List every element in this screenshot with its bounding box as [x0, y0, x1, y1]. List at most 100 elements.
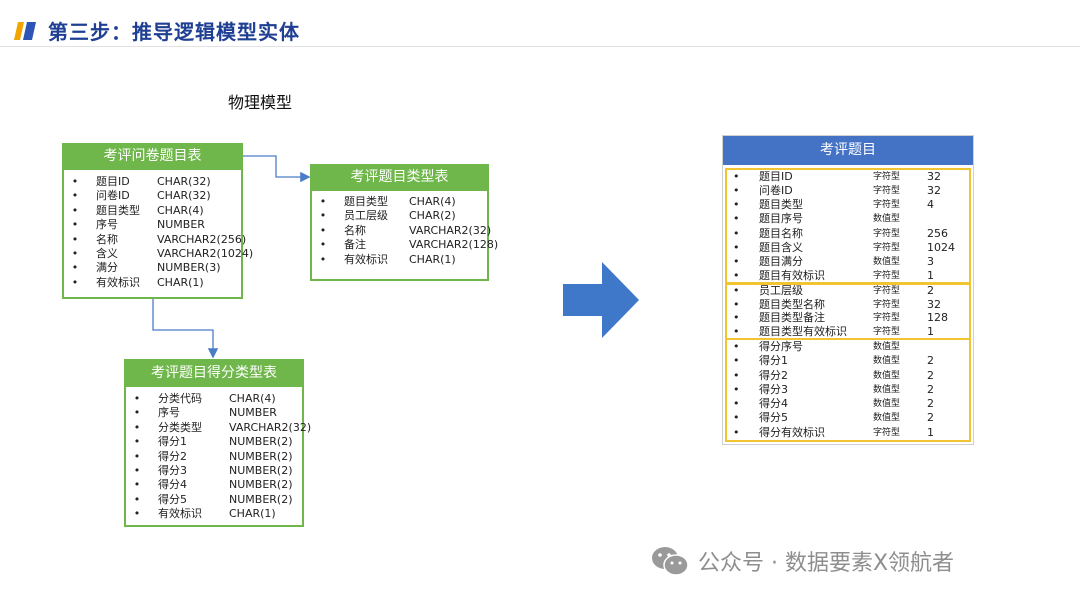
field-type: NUMBER(3) — [157, 261, 221, 275]
watermark-text: 公众号 · 数据要素X领航者 — [698, 551, 955, 576]
field-name: 题目ID — [96, 175, 130, 188]
field-type: NUMBER — [229, 406, 277, 420]
field-name: 题目类型 — [96, 203, 140, 217]
table-question-title: 考评问卷题目表 — [62, 143, 243, 170]
bullet-icon: • — [133, 392, 141, 405]
entity-field-length: 1024 — [927, 240, 955, 254]
field-name: 得分2 — [158, 449, 187, 463]
bullet-icon: • — [133, 463, 141, 477]
bullet-icon: • — [733, 382, 740, 396]
slide-header: 第三步：推导逻辑模型实体 — [0, 0, 1080, 50]
bullet-icon: • — [733, 226, 740, 240]
entity-field-name: 得分5 — [759, 411, 788, 425]
entity-field-type: 数值型 — [873, 342, 901, 352]
entity-field-length: 4 — [927, 198, 934, 212]
bullet-icon: • — [733, 340, 740, 353]
field-name: 名称 — [344, 223, 366, 237]
bullet-icon: • — [733, 284, 740, 297]
entity-field-length: 2 — [927, 368, 934, 382]
bullet-icon: • — [71, 203, 79, 217]
bullet-icon: • — [319, 209, 327, 223]
field-type: VARCHAR2(128) — [409, 238, 499, 252]
entity-field-length: 1 — [927, 425, 934, 439]
field-name: 名称 — [96, 232, 118, 246]
field-name: 得分1 — [158, 435, 187, 449]
entity-field-name: 得分序号 — [759, 340, 803, 353]
field-name: 有效标识 — [96, 275, 140, 289]
field-type: VARCHAR2(1024) — [157, 246, 254, 260]
entity-field-length: 1 — [927, 324, 934, 338]
bullet-icon: • — [733, 254, 740, 268]
entity-field-name: 得分有效标识 — [759, 425, 825, 439]
field-name: 员工层级 — [344, 209, 388, 223]
entity-field-row: • 得分序号 数值型 — [727, 340, 969, 354]
entity-field-type: 字符型 — [873, 326, 901, 337]
entity-title: 考评题目 — [723, 136, 973, 165]
bullet-icon: • — [733, 311, 740, 324]
entity-field-length: 128 — [927, 311, 948, 324]
wechat-icon — [652, 547, 689, 576]
entity-field-length: 32 — [927, 184, 941, 198]
entity-field-type: 字符型 — [873, 270, 901, 281]
field-type: VARCHAR2(256) — [157, 232, 247, 246]
entity-field-name: 题目含义 — [759, 240, 803, 254]
field-type: NUMBER(2) — [229, 492, 293, 506]
field-row: • 有效标识 CHAR(1) — [64, 276, 241, 290]
entity-field-name: 题目有效标识 — [759, 268, 825, 282]
bullet-icon: • — [733, 324, 740, 338]
bullet-icon: • — [733, 240, 740, 254]
bullet-icon: • — [733, 354, 740, 368]
bullet-icon: • — [733, 397, 740, 411]
entity-field-length: 2 — [927, 382, 934, 396]
bullet-icon: • — [319, 223, 327, 237]
entity-field-type: 字符型 — [873, 172, 901, 182]
entity-field-type: 数值型 — [873, 384, 901, 395]
entity-field-type: 字符型 — [873, 228, 901, 239]
field-name: 含义 — [96, 246, 118, 260]
entity-field-length: 2 — [927, 411, 934, 425]
entity-field-name: 员工层级 — [759, 284, 803, 297]
bullet-icon: • — [133, 492, 141, 506]
bullet-icon: • — [71, 275, 79, 289]
header-divider — [0, 46, 1080, 47]
field-name: 序号 — [158, 406, 180, 420]
entity-field-length: 3 — [927, 254, 934, 268]
bullet-icon: • — [133, 449, 141, 463]
entity-field-row: •题目序号数值型 — [727, 212, 969, 226]
field-type: CHAR(1) — [229, 507, 276, 521]
bullet-icon: • — [733, 212, 740, 226]
entity-field-name: 题目ID — [759, 170, 793, 183]
entity-field-length: 2 — [927, 397, 934, 411]
field-type: VARCHAR2(32) — [229, 420, 312, 434]
bullet-icon: • — [733, 425, 740, 439]
entity-field-name: 问卷ID — [759, 184, 793, 198]
bullet-icon: • — [71, 261, 79, 275]
bullet-icon: • — [733, 268, 740, 282]
entity-field-name: 题目类型 — [759, 198, 803, 212]
field-name: 有效标识 — [158, 507, 202, 521]
field-type: CHAR(1) — [157, 275, 204, 289]
entity-field-name: 题目类型备注 — [759, 311, 825, 324]
